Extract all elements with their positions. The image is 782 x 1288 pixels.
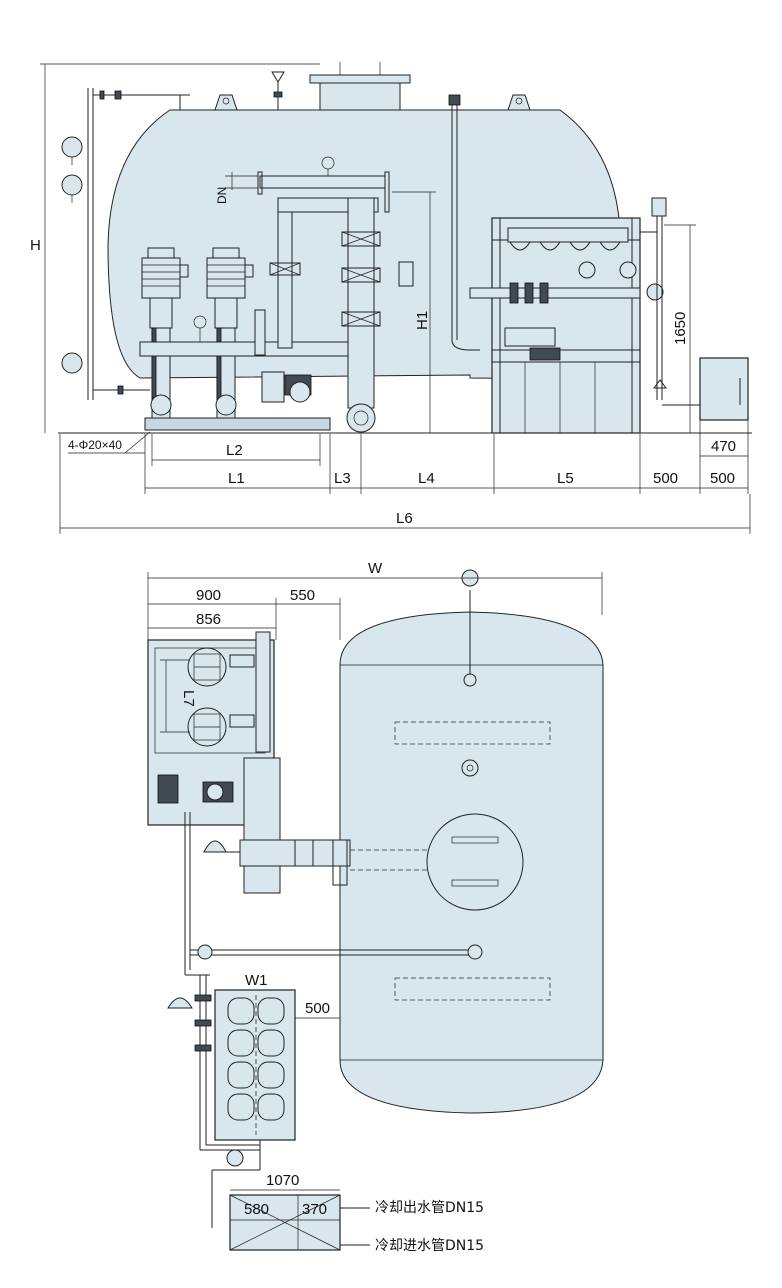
- gauge-ball-1: [61, 136, 83, 158]
- dim-bolts: 4-Φ20×40: [68, 438, 122, 452]
- dim-L5: L5: [557, 470, 574, 487]
- front-dimensions: H DN H1 1650 4-Φ20×40 L2: [30, 63, 751, 534]
- dim-900: 900: [196, 587, 221, 604]
- dim-H1: H1: [414, 311, 431, 330]
- dim-H: H: [30, 237, 41, 254]
- plan-manhole: [426, 813, 524, 911]
- dim-500a: 500: [653, 470, 678, 487]
- dim-500-plan: 500: [305, 1000, 330, 1017]
- dim-W: W: [368, 560, 383, 577]
- dim-370: 370: [302, 1201, 327, 1218]
- cooler-box: [699, 357, 749, 421]
- dim-L4: L4: [418, 470, 435, 487]
- dim-1070: 1070: [266, 1172, 299, 1189]
- dim-580: 580: [244, 1201, 269, 1218]
- dim-L1: L1: [228, 470, 245, 487]
- dim-L2: L2: [226, 442, 243, 459]
- front-view: H DN H1 1650 4-Φ20×40 L2: [30, 62, 752, 534]
- gauge-ball-3: [61, 352, 83, 374]
- label-cooling-out: 冷却出水管DN15: [375, 1200, 484, 1216]
- dim-500b: 500: [710, 470, 735, 487]
- dim-DN: DN: [215, 187, 229, 204]
- plan-dimensions: W 900 550 856 L7 W1 500 1070 580 370 冷却出…: [147, 560, 603, 1254]
- dim-L6: L6: [396, 510, 413, 527]
- pump-base: [144, 417, 331, 431]
- dim-L7: L7: [180, 690, 197, 707]
- plan-view: W 900 550 856 L7 W1 500 1070 580 370 冷却出…: [147, 560, 604, 1254]
- dim-L3: L3: [334, 470, 351, 487]
- dim-W1: W1: [245, 972, 268, 989]
- dim-1650: 1650: [672, 312, 689, 345]
- control-cabinet: [491, 217, 641, 434]
- dim-550: 550: [290, 587, 315, 604]
- dim-856: 856: [196, 611, 221, 628]
- riser-pipe: [347, 197, 375, 409]
- label-cooling-in: 冷却进水管DN15: [375, 1238, 484, 1254]
- gauge-ball-2: [61, 174, 83, 196]
- dim-470: 470: [711, 438, 736, 455]
